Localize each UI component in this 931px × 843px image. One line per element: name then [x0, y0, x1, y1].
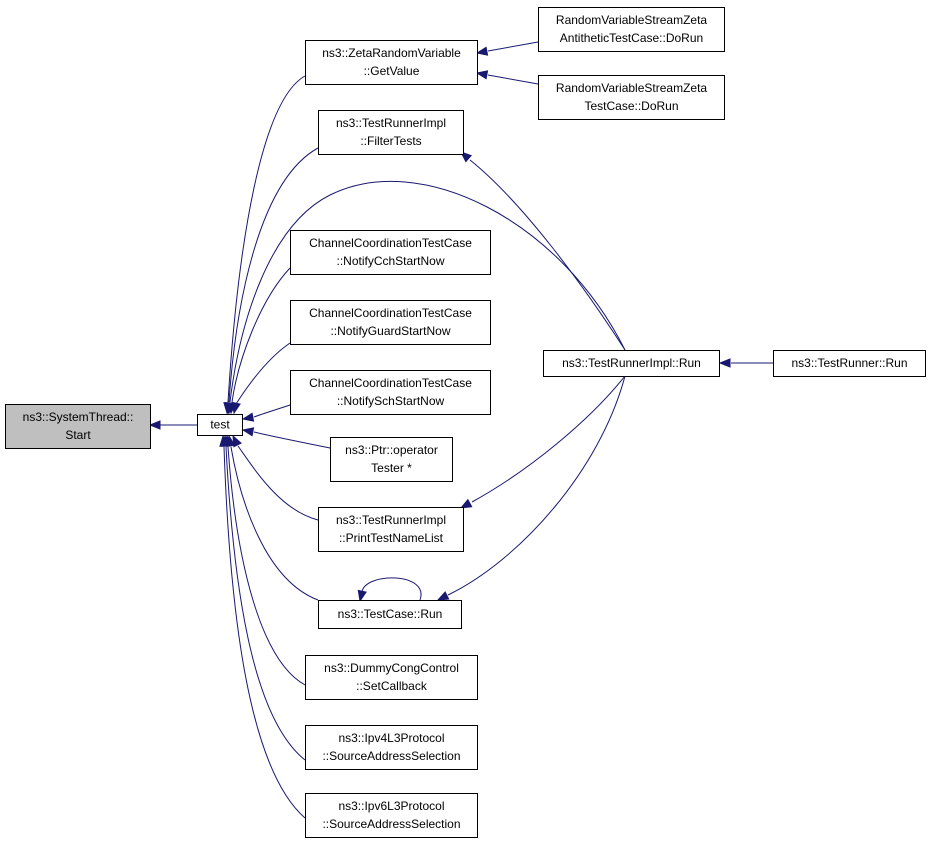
node-label-line: ns3::Ipv4L3Protocol [338, 731, 444, 745]
node-zeta-getvalue[interactable]: ns3::ZetaRandomVariable::GetValue [305, 40, 478, 85]
node-box [318, 600, 462, 629]
node-box [305, 655, 478, 700]
edge-ptr_op-to-test [241, 427, 331, 449]
node-box [305, 793, 478, 838]
node-label-line: ns3::SystemThread:: [23, 410, 134, 424]
node-label-line: ::NotifyCchStartNow [336, 254, 444, 268]
node-label-line: ns3::TestRunnerImpl [336, 513, 446, 527]
node-label-line: ::NotifyGuardStartNow [330, 324, 450, 338]
node-label-line: ChannelCoordinationTestCase [309, 376, 472, 390]
node-box [5, 404, 151, 449]
edge-testrunner_run-to-testrunnerimpl_run [718, 358, 773, 368]
edge-rvs_zeta_anti-to-zeta_getvalue [475, 41, 539, 56]
edge-testrunnerimpl_run-to-printtestnamelist [459, 375, 626, 509]
edge-cc_guard-to-test [231, 342, 291, 415]
node-cc-cch[interactable]: ChannelCoordinationTestCase::NotifyCchSt… [290, 230, 491, 275]
node-printtestnamelist[interactable]: ns3::TestRunnerImpl::PrintTestNameList [318, 507, 464, 552]
edge-testcase_run-to-test [226, 434, 319, 601]
node-label-line: RandomVariableStreamZeta [556, 81, 708, 95]
node-cc-guard[interactable]: ChannelCoordinationTestCase::NotifyGuard… [290, 300, 491, 345]
edge-testrunnerimpl_run-to-testcase_run [436, 375, 626, 601]
node-label-line: ChannelCoordinationTestCase [309, 236, 472, 250]
node-box [538, 7, 725, 52]
node-label-line: ns3::TestRunner::Run [791, 356, 907, 370]
node-box [305, 725, 478, 770]
node-ipv6-sas[interactable]: ns3::Ipv6L3Protocol::SourceAddressSelect… [305, 793, 478, 838]
node-box [318, 507, 464, 552]
node-label-line: ns3::DummyCongControl [324, 661, 459, 675]
node-label-line: ::FilterTests [360, 134, 421, 148]
node-ipv4-sas[interactable]: ns3::Ipv4L3Protocol::SourceAddressSelect… [305, 725, 478, 770]
node-box [197, 414, 243, 436]
node-rvs-zeta-anti[interactable]: RandomVariableStreamZetaAntitheticTestCa… [538, 7, 725, 52]
node-box [330, 437, 453, 482]
node-filtertests[interactable]: ns3::TestRunnerImpl::FilterTests [318, 110, 464, 155]
node-label-line: ::PrintTestNameList [339, 531, 444, 545]
edges-layer [148, 41, 773, 819]
node-box [538, 75, 725, 120]
node-label-line: RandomVariableStreamZeta [556, 13, 708, 27]
node-box [290, 230, 491, 275]
node-label-line: ::NotifySchStartNow [337, 394, 445, 408]
edge-testcase_run-to-testcase_run [357, 577, 422, 603]
edge-rvs_zeta-to-zeta_getvalue [475, 70, 539, 85]
node-box [773, 350, 926, 377]
node-testcase-run[interactable]: ns3::TestCase::Run [318, 600, 462, 629]
edge-ipv6_sas-to-test [219, 434, 306, 819]
edge-cc_sch-to-test [241, 404, 291, 422]
node-dummycong[interactable]: ns3::DummyCongControl::SetCallback [305, 655, 478, 700]
node-label-line: Tester * [371, 461, 412, 475]
node-label-line: ::GetValue [364, 64, 420, 78]
node-label-line: AntitheticTestCase::DoRun [560, 31, 703, 45]
node-label-line: TestCase::DoRun [584, 99, 678, 113]
node-label-line: ns3::ZetaRandomVariable [322, 46, 461, 60]
node-box [290, 370, 491, 415]
node-start[interactable]: ns3::SystemThread::Start [5, 404, 151, 449]
node-label-line: ::SourceAddressSelection [322, 817, 460, 831]
node-testrunnerimpl-run[interactable]: ns3::TestRunnerImpl::Run [543, 350, 720, 377]
edge-test-to-start [148, 420, 197, 430]
node-box [290, 300, 491, 345]
node-label-line: ns3::Ipv6L3Protocol [338, 799, 444, 813]
node-label-line: Start [65, 428, 91, 442]
node-label-line: ::SetCallback [356, 679, 428, 693]
node-cc-sch[interactable]: ChannelCoordinationTestCase::NotifySchSt… [290, 370, 491, 415]
node-box [305, 40, 478, 85]
nodes-layer: ns3::SystemThread::Start test ns3::ZetaRan… [5, 7, 926, 838]
edge-printtestnamelist-to-test [232, 434, 319, 521]
node-box [318, 110, 464, 155]
node-label-line: ns3::TestRunnerImpl::Run [562, 356, 701, 370]
node-label-line: ns3::TestRunnerImpl [336, 116, 446, 130]
node-label-line: ns3::Ptr::operator [345, 443, 438, 457]
node-testrunner-run[interactable]: ns3::TestRunner::Run [773, 350, 926, 377]
node-label-line: ChannelCoordinationTestCase [309, 306, 472, 320]
node-label-line: test [210, 418, 230, 432]
node-label-line: ns3::TestCase::Run [338, 607, 443, 621]
node-box [543, 350, 720, 377]
node-test[interactable]: test [197, 414, 243, 436]
node-label-line: ::SourceAddressSelection [322, 749, 460, 763]
